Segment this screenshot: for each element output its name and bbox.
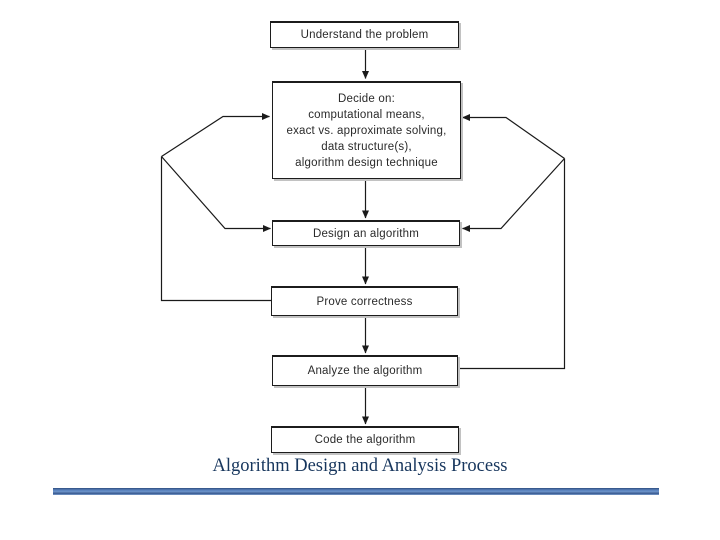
- flow-box-line: algorithm design technique: [295, 156, 438, 169]
- flow-box-line: data structure(s),: [321, 140, 412, 153]
- flow-box-analyze-algorithm: Analyze the algorithm: [272, 355, 458, 386]
- flow-box-code-algorithm: Code the algorithm: [271, 426, 459, 453]
- loop-right-to-decide: [462, 114, 565, 159]
- flow-box-line: exact vs. approximate solving,: [286, 124, 447, 137]
- flow-box-prove-correctness: Prove correctness: [271, 286, 458, 316]
- flow-box-line: Decide on:: [338, 92, 395, 105]
- flow-box-label: Understand the problem: [300, 29, 429, 41]
- loop-right-to-design: [462, 158, 565, 232]
- flow-box-understand-problem: Understand the problem: [270, 21, 459, 48]
- divider-bar: [53, 488, 659, 495]
- flow-box-label: Design an algorithm: [312, 227, 420, 240]
- flow-box-label: Code the algorithm: [314, 434, 416, 446]
- flow-box-label: Analyze the algorithm: [307, 365, 423, 377]
- loop-right-stem: [458, 158, 566, 370]
- loop-left-stem: [160, 156, 271, 302]
- flow-box-design-algorithm: Design an algorithm: [272, 220, 460, 246]
- flow-box-label: Prove correctness: [316, 295, 413, 308]
- diagram-caption: Algorithm Design and Analysis Process: [212, 456, 508, 476]
- flow-box-decide-on: Decide on: computational means, exact vs…: [272, 81, 461, 179]
- flow-box-line: computational means,: [308, 108, 425, 121]
- loop-left-to-decide: [161, 113, 270, 158]
- loop-left-to-design: [161, 156, 271, 232]
